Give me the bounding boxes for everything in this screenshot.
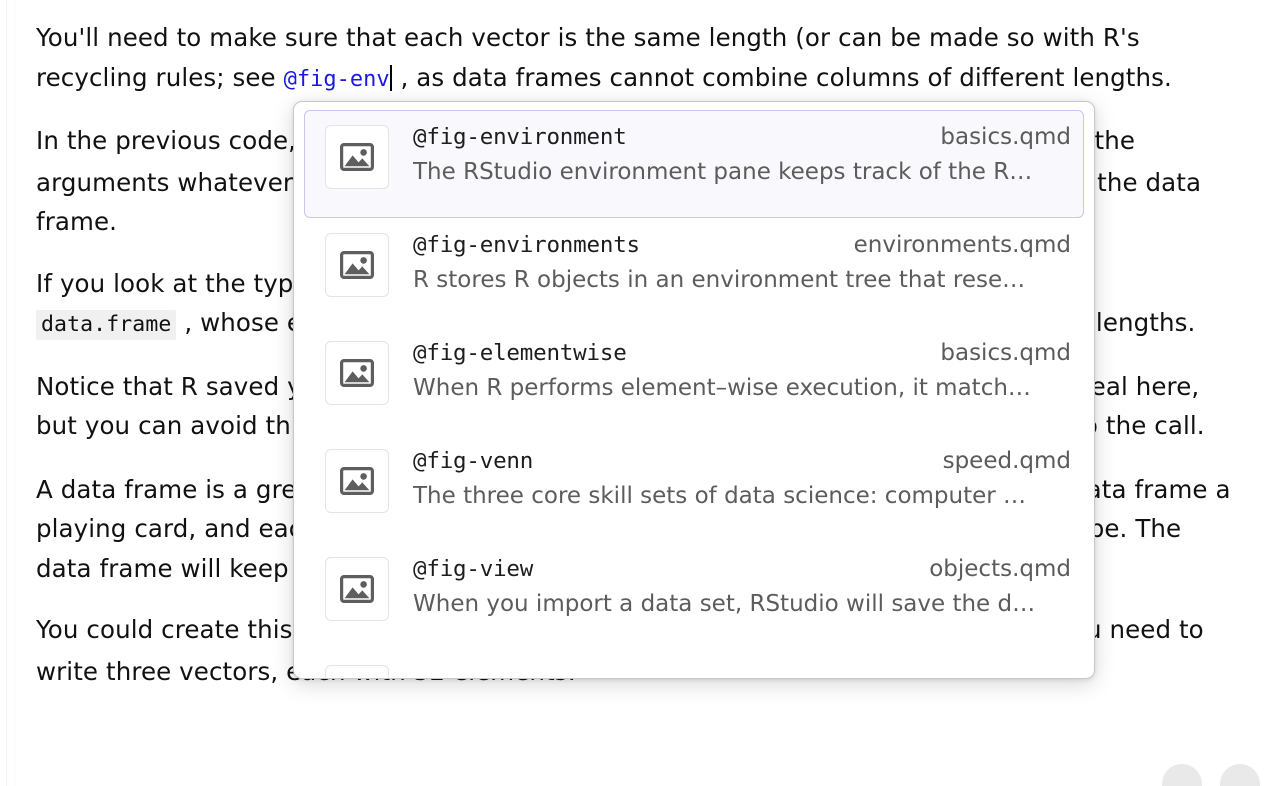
autocomplete-item-description: The three core skill sets of data scienc… — [413, 483, 1027, 509]
autocomplete-item-file: environments.qmd — [853, 232, 1071, 258]
autocomplete-item-header: @fig-environments environments.qmd — [413, 232, 1073, 258]
autocomplete-item-description: R stores R objects in an environment tre… — [413, 267, 1026, 293]
secondary-button[interactable] — [1220, 764, 1260, 786]
image-icon — [325, 125, 389, 189]
text-cursor — [389, 64, 392, 91]
text-run: You'll need to make sure that each vecto… — [36, 23, 1140, 92]
autocomplete-item-body: @fig-environments environments.qmd R store… — [413, 230, 1073, 293]
image-icon — [325, 665, 389, 678]
paragraph[interactable]: You'll need to make sure that each vecto… — [36, 18, 1232, 99]
autocomplete-item-id: @fig-view — [413, 556, 534, 582]
text-run: , as data frames cannot combine columns … — [392, 62, 1172, 92]
autocomplete-item-file: speed.qmd — [942, 448, 1071, 474]
autocomplete-item-header: @fig-elementwise basics.qmd — [413, 340, 1073, 366]
autocomplete-item-file: basics.qmd — [940, 340, 1071, 366]
image-icon — [325, 341, 389, 405]
autocomplete-item-description: The RStudio environment pane keeps track… — [413, 159, 1033, 185]
autocomplete-item-header: @fig-environment basics.qmd — [413, 124, 1073, 150]
left-margin-guide-secondary — [14, 0, 15, 786]
autocomplete-item[interactable] — [304, 650, 1084, 678]
autocomplete-item-id: @fig-venn — [413, 448, 534, 474]
autocomplete-item-header: @fig-venn speed.qmd — [413, 448, 1073, 474]
image-icon — [325, 233, 389, 297]
autocomplete-item-body — [413, 662, 1073, 673]
image-icon — [325, 557, 389, 621]
autocomplete-item-id: @fig-environments — [413, 232, 640, 258]
autocomplete-item-id: @fig-elementwise — [413, 340, 627, 366]
text-run: to the call. — [1065, 411, 1205, 440]
left-margin-guide — [6, 0, 7, 786]
autocomplete-item[interactable]: @fig-environments environments.qmd R store… — [304, 218, 1084, 326]
autocomplete-item-file: objects.qmd — [929, 556, 1071, 582]
image-icon — [325, 449, 389, 513]
autocomplete-item-description: When R performs element–wise execution, … — [413, 375, 1031, 401]
inline-code: data.frame — [36, 310, 177, 340]
cross-reference-token[interactable]: @fig-env — [283, 66, 390, 92]
help-button[interactable] — [1162, 764, 1202, 786]
autocomplete-item-file: basics.qmd — [940, 124, 1071, 150]
autocomplete-item-header: @fig-view objects.qmd — [413, 556, 1073, 582]
autocomplete-item-id: @fig-environment — [413, 124, 627, 150]
autocomplete-item-description: When you import a data set, RStudio will… — [413, 591, 1036, 617]
